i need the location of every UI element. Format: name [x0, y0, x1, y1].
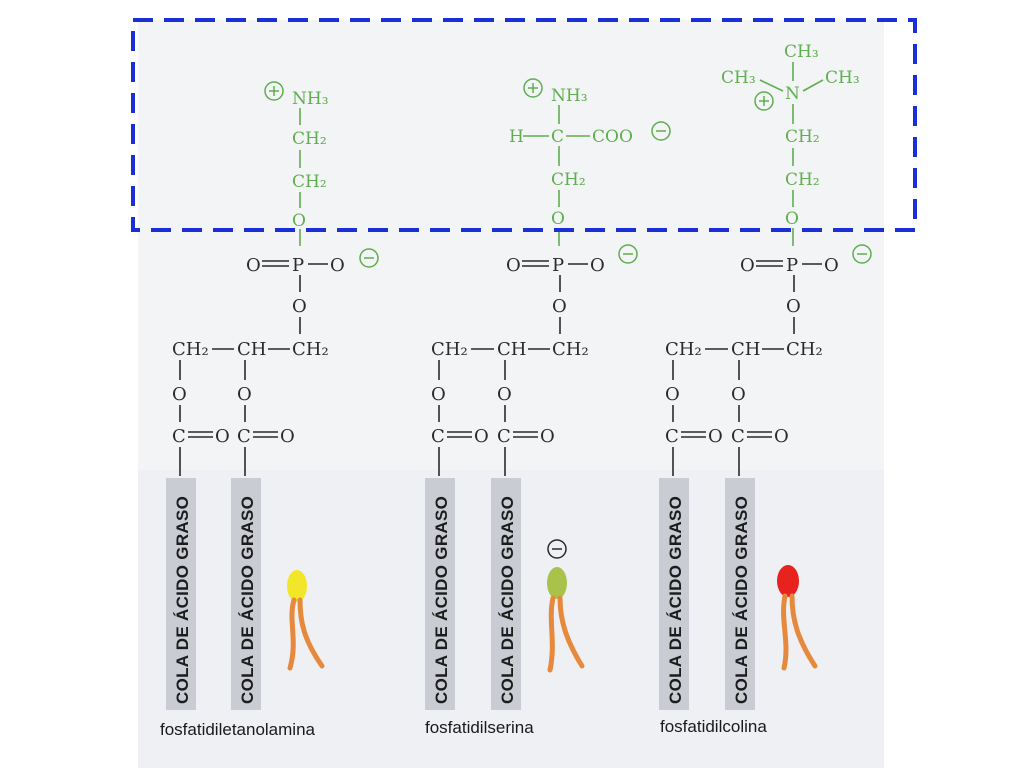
oxygen-label: O	[497, 384, 512, 405]
ch2-label: CH₂	[665, 339, 702, 360]
fatty-acid-tail-band	[231, 478, 261, 710]
phospholipid-icon	[287, 570, 325, 671]
oxygen-label: O	[551, 209, 565, 229]
ch2-label: CH₂	[292, 129, 327, 149]
oxygen-label: O	[474, 426, 489, 447]
fatty-acid-tail-label: COLA DE ÁCIDO GRASO	[432, 496, 451, 704]
phosphorus-label: P	[552, 255, 564, 276]
fatty-acid-tail-label: COLA DE ÁCIDO GRASO	[732, 496, 751, 704]
fatty-acid-tail-band	[166, 478, 196, 710]
molecule-name-caption: fosfatidilcolina	[660, 717, 767, 736]
carbon-label: C	[665, 426, 679, 447]
oxygen-label: O	[740, 255, 755, 276]
molecule-name-caption: fosfatidilserina	[425, 718, 534, 737]
ch2-label: CH₂	[292, 172, 327, 192]
fatty-acid-tail-label: COLA DE ÁCIDO GRASO	[238, 496, 257, 704]
oxygen-label: O	[708, 426, 723, 447]
oxygen-label: O	[590, 255, 605, 276]
ch2-label: CH₂	[786, 339, 823, 360]
oxygen-label: O	[172, 384, 187, 405]
ch2-label: CH₂	[552, 339, 589, 360]
fatty-acid-tail-label: COLA DE ÁCIDO GRASO	[498, 496, 517, 704]
ch2-label: CH₂	[431, 339, 468, 360]
carbon-label: C	[731, 426, 745, 447]
oxygen-label: O	[665, 384, 680, 405]
phospholipid-icon	[547, 567, 585, 673]
ch-label: CH	[237, 339, 266, 360]
ch-label: CH	[497, 339, 526, 360]
oxygen-label: O	[824, 255, 839, 276]
ch2-label: CH₂	[785, 170, 820, 190]
oxygen-label: O	[292, 211, 306, 231]
molecule-fosfatidilcolina: CH₃ CH₃ N CH₃ CH₂ CH₂ O O P O O CH₂ CH C…	[659, 42, 872, 736]
oxygen-label: O	[731, 384, 746, 405]
oxygen-label: O	[280, 426, 295, 447]
oxygen-label: O	[215, 426, 230, 447]
molecule-fosfatidiletanolamina: NH₃ CH₂ CH₂ O O P O O CH₂ CH CH₂ O C O	[160, 81, 379, 739]
oxygen-label: O	[785, 209, 799, 229]
ch3-label: CH₃	[825, 68, 860, 88]
carbon-label: C	[497, 426, 511, 447]
ch2-label: CH₂	[292, 339, 329, 360]
nh3-label: NH₃	[292, 89, 329, 109]
oxygen-label: O	[330, 255, 345, 276]
nitrogen-label: N	[785, 84, 800, 104]
fatty-acid-tail-band	[659, 478, 689, 710]
carbon-label: C	[172, 426, 186, 447]
ch-label: CH	[731, 339, 760, 360]
molecule-fosfatidilserina: NH₃ H C COO CH₂ O O P O O CH₂ CH CH₂ O C…	[425, 78, 671, 737]
ch2-label: CH₂	[172, 339, 209, 360]
fatty-acid-tail-band	[725, 478, 755, 710]
ch3-label: CH₃	[721, 68, 756, 88]
oxygen-label: O	[552, 296, 567, 317]
oxygen-label: O	[774, 426, 789, 447]
carbon-label: C	[431, 426, 445, 447]
molecule-name-caption: fosfatidiletanolamina	[160, 720, 316, 739]
phospholipid-icon	[777, 565, 818, 671]
carboxylate-label: COO	[592, 127, 633, 147]
oxygen-label: O	[540, 426, 555, 447]
phosphorus-label: P	[786, 255, 798, 276]
ch2-label: CH₂	[551, 170, 586, 190]
oxygen-label: O	[506, 255, 521, 276]
ch2-label: CH₂	[785, 127, 820, 147]
carbon-label: C	[237, 426, 251, 447]
oxygen-label: O	[292, 296, 307, 317]
carbon-label: C	[551, 127, 564, 147]
nh3-label: NH₃	[551, 86, 588, 106]
phosphorus-label: P	[292, 255, 304, 276]
oxygen-label: O	[246, 255, 261, 276]
fatty-acid-tail-band	[491, 478, 521, 710]
oxygen-label: O	[786, 296, 801, 317]
fatty-acid-tail-band	[425, 478, 455, 710]
head-group-highlight-box	[131, 18, 917, 232]
oxygen-label: O	[237, 384, 252, 405]
ch3-label: CH₃	[784, 42, 819, 62]
fatty-acid-tail-label: COLA DE ÁCIDO GRASO	[666, 496, 685, 704]
fatty-acid-tail-label: COLA DE ÁCIDO GRASO	[173, 496, 192, 704]
oxygen-label: O	[431, 384, 446, 405]
hydrogen-label: H	[509, 127, 524, 147]
